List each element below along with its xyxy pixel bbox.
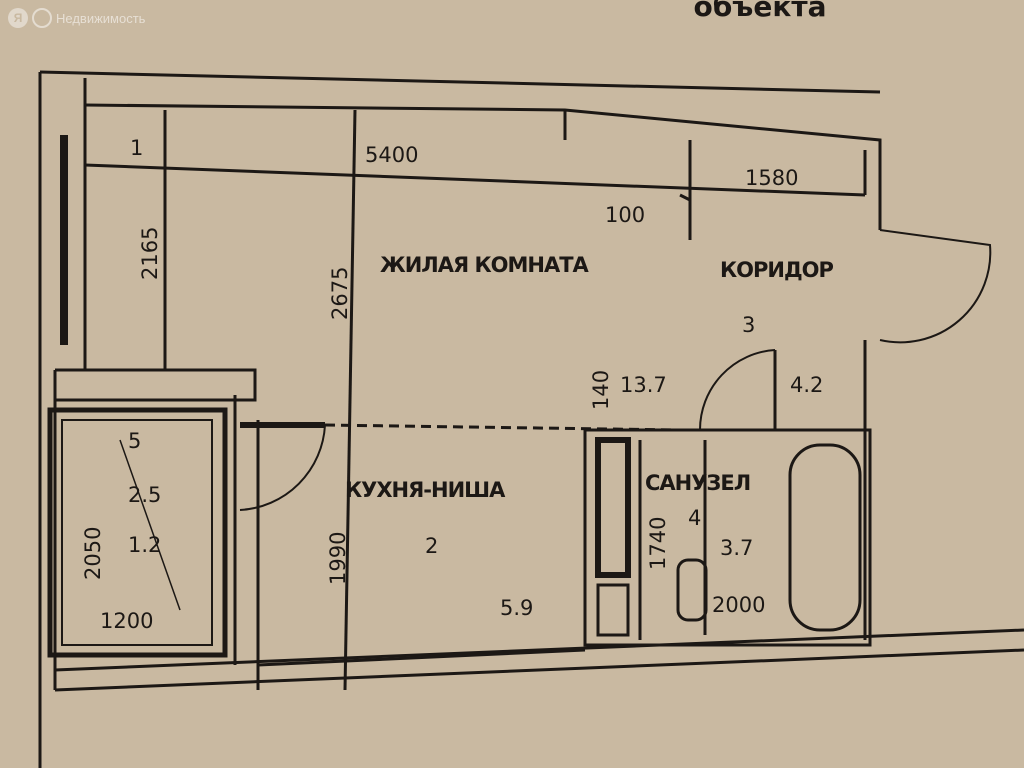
room-kitchen-area: 5.9 — [500, 596, 533, 620]
room-bathroom-area: 3.7 — [720, 536, 753, 560]
room-bathroom-name: САНУЗЕЛ — [645, 471, 750, 495]
watermark-text: Недвижимость — [56, 10, 146, 26]
room-bathroom-number: 4 — [688, 506, 701, 530]
room-kitchen-number: 2 — [425, 534, 438, 558]
room-loggia-area: 2.5 — [128, 483, 161, 507]
room-kitchen-name: КУХНЯ-НИША — [345, 478, 506, 502]
dim-bath-width: 2000 — [712, 593, 765, 617]
ring-logo-icon — [32, 8, 52, 28]
room-living-name: ЖИЛАЯ КОМНАТА — [380, 253, 590, 277]
yandex-logo-icon: Я — [8, 8, 28, 28]
room-living-number: 1 — [130, 136, 143, 160]
dim-top-corridor: 1580 — [745, 166, 798, 190]
dim-offset: 100 — [605, 203, 645, 227]
dim-living-height: 2675 — [328, 267, 352, 320]
walls — [38, 70, 1024, 768]
room-corridor-name: КОРИДОР — [720, 258, 834, 282]
watermark: Я Недвижимость — [8, 8, 145, 28]
room-corridor-number: 3 — [742, 313, 755, 337]
header-fragment: объекта — [694, 0, 827, 23]
room-corridor-area: 4.2 — [790, 373, 823, 397]
dim-top-main: 5400 — [365, 143, 418, 167]
dim-bath-height: 1740 — [646, 517, 670, 570]
dim-small: 140 — [589, 370, 613, 410]
dim-kitchen-height: 1990 — [326, 532, 350, 585]
room-loggia-area2: 1.2 — [128, 533, 161, 557]
dim-loggia-width: 1200 — [100, 609, 153, 633]
dim-loggia-height: 2050 — [81, 527, 105, 580]
room-loggia-number: 5 — [128, 429, 141, 453]
dim-left-upper: 2165 — [138, 227, 162, 280]
room-living-area: 13.7 — [620, 373, 667, 397]
